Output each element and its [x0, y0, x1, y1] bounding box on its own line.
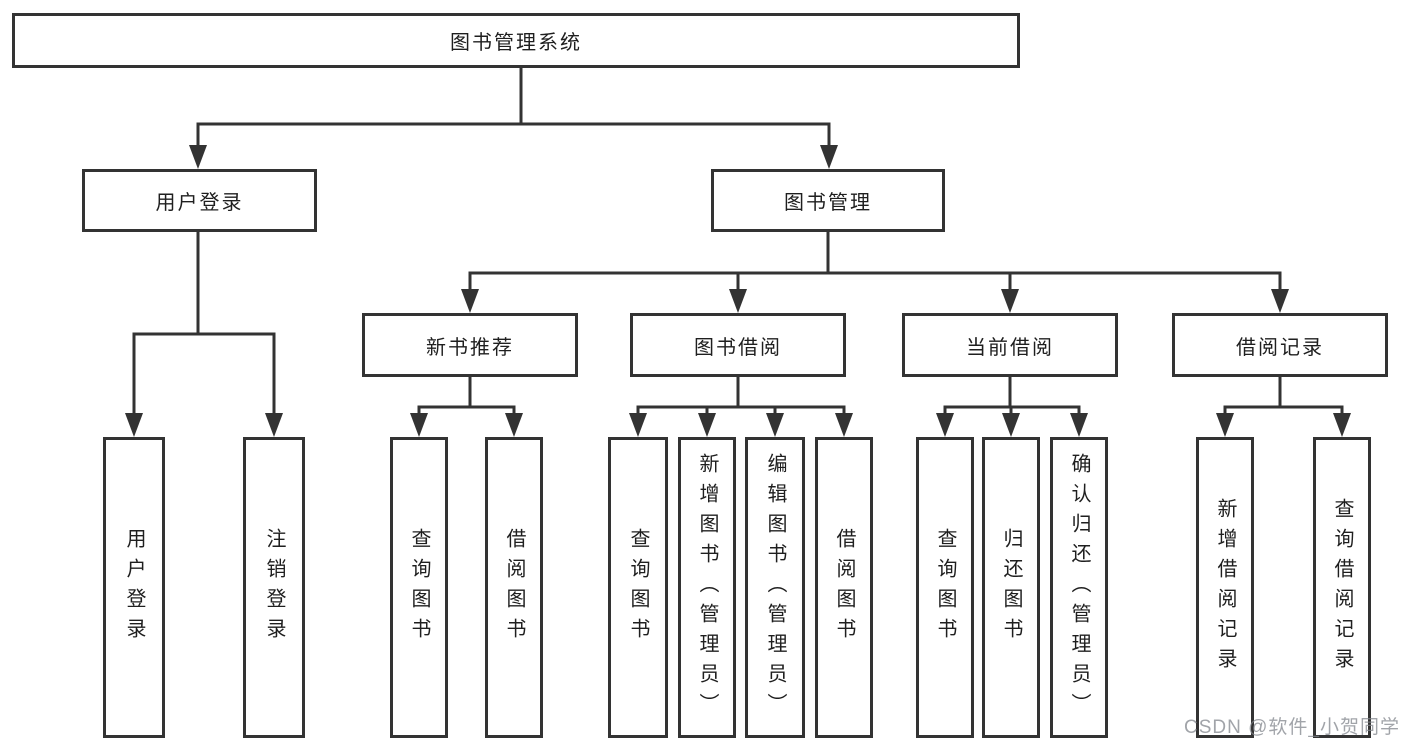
connector-user-login-to-leaves — [132, 230, 276, 418]
node-borrowing-records: 借阅记录 — [1172, 313, 1388, 377]
arrowhead — [125, 413, 143, 437]
node-label: 新增借阅记录 — [1214, 497, 1236, 678]
arrowheads — [125, 145, 1351, 437]
node-label: 用户登录 — [155, 192, 244, 214]
arrowhead — [629, 413, 647, 437]
arrowhead — [1070, 413, 1088, 437]
node-label: 查询图书 — [627, 527, 649, 648]
leaf-borrowing-edit-book-admin: 编辑图书（管理员） — [745, 437, 805, 738]
node-label: 查询借阅记录 — [1331, 497, 1353, 678]
watermark: CSDN @软件_小贺同学 — [1184, 717, 1400, 738]
connector-records-to-leaves — [1223, 375, 1344, 418]
leaf-records-query-record: 查询借阅记录 — [1313, 437, 1371, 738]
connector-root-to-level2 — [196, 66, 831, 150]
leaf-current-query-book: 查询图书 — [916, 437, 974, 738]
node-label: 编辑图书（管理员） — [764, 452, 786, 723]
leaf-records-add-record: 新增借阅记录 — [1196, 437, 1254, 738]
leaf-recommend-borrow-book: 借阅图书 — [485, 437, 543, 738]
node-label: 新增图书（管理员） — [696, 452, 718, 723]
arrowhead — [820, 145, 838, 169]
leaf-recommend-query-book: 查询图书 — [390, 437, 448, 738]
arrowhead — [1216, 413, 1234, 437]
node-new-book-recommend: 新书推荐 — [362, 313, 578, 377]
arrowhead — [189, 145, 207, 169]
connector-book-mgmt-to-level3 — [468, 230, 1282, 294]
arrowhead — [1002, 413, 1020, 437]
node-label: 确认归还（管理员） — [1068, 452, 1090, 723]
arrowhead — [835, 413, 853, 437]
node-label: 注销登录 — [263, 527, 285, 648]
connector-lines — [132, 66, 1344, 418]
leaf-borrowing-query-book: 查询图书 — [608, 437, 668, 738]
leaf-current-return-book: 归还图书 — [982, 437, 1040, 738]
node-library-management-system: 图书管理系统 — [12, 13, 1020, 68]
arrowhead — [698, 413, 716, 437]
connector-recommend-to-leaves — [417, 375, 516, 418]
arrowhead — [729, 289, 747, 313]
node-label: 借阅图书 — [503, 527, 525, 648]
node-label: 图书借阅 — [694, 336, 782, 359]
node-current-borrowing: 当前借阅 — [902, 313, 1118, 377]
node-book-management: 图书管理 — [711, 169, 945, 232]
arrowhead — [936, 413, 954, 437]
arrowhead — [1001, 289, 1019, 313]
arrowhead — [410, 413, 428, 437]
arrowhead — [265, 413, 283, 437]
connector-current-to-leaves — [943, 375, 1081, 418]
node-label: 借阅记录 — [1236, 336, 1324, 359]
node-user-login: 用户登录 — [82, 169, 317, 232]
node-label: 新书推荐 — [426, 336, 514, 359]
node-label: 图书管理系统 — [450, 32, 582, 54]
arrowhead — [461, 289, 479, 313]
leaf-user-login: 用户登录 — [103, 437, 165, 738]
node-label: 图书管理 — [784, 192, 872, 214]
leaf-logout-login: 注销登录 — [243, 437, 305, 738]
node-label: 用户登录 — [123, 527, 145, 648]
arrowhead — [766, 413, 784, 437]
node-label: 当前借阅 — [966, 336, 1054, 359]
arrowhead — [505, 413, 523, 437]
arrowhead — [1333, 413, 1351, 437]
node-label: 归还图书 — [1000, 527, 1022, 648]
connector-borrowing-to-leaves — [636, 375, 846, 418]
leaf-current-confirm-return-admin: 确认归还（管理员） — [1050, 437, 1108, 738]
node-label: 查询图书 — [934, 527, 956, 648]
node-book-borrowing: 图书借阅 — [630, 313, 846, 377]
leaf-borrowing-add-book-admin: 新增图书（管理员） — [678, 437, 736, 738]
node-label: 查询图书 — [408, 527, 430, 648]
node-label: 借阅图书 — [833, 527, 855, 648]
arrowhead — [1271, 289, 1289, 313]
leaf-borrowing-borrow-book: 借阅图书 — [815, 437, 873, 738]
